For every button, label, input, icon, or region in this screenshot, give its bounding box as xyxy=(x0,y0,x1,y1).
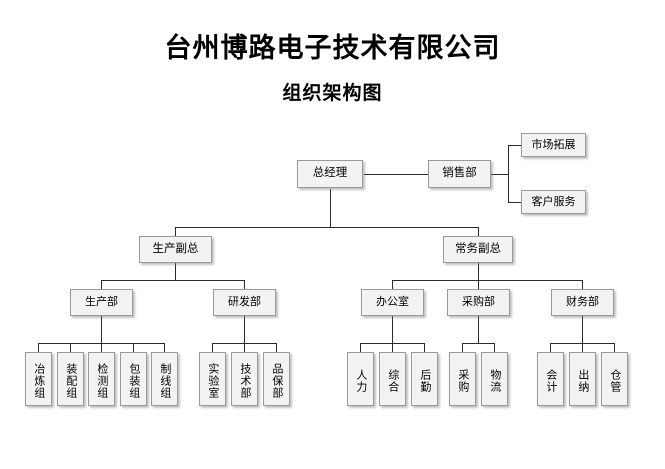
connector-execvp-down xyxy=(478,263,479,280)
node-assembly-group[interactable]: 装配组 xyxy=(57,352,84,406)
connector-sales-stub xyxy=(491,174,508,175)
connector-purchasing-child-1 xyxy=(462,343,463,352)
connector-prodvp-bus xyxy=(101,280,244,281)
node-procurement[interactable]: 采购 xyxy=(449,352,476,406)
page-title: 台州博路电子技术有限公司 xyxy=(164,33,501,63)
connector-finance-down xyxy=(582,316,583,343)
connector-vp-left-drop xyxy=(175,227,176,236)
connector-production-down xyxy=(101,316,102,343)
connector-gm-to-sales xyxy=(364,174,428,175)
node-logistics-support[interactable]: 后勤 xyxy=(411,352,438,406)
connector-to-office xyxy=(392,280,393,289)
node-inspection-group[interactable]: 检测组 xyxy=(88,352,115,406)
node-cashier[interactable]: 出纳 xyxy=(569,352,596,406)
connector-finance-child-3 xyxy=(614,343,615,352)
connector-to-finance xyxy=(582,280,583,289)
connector-rd-down xyxy=(244,316,245,343)
connector-purchasing-bus xyxy=(462,343,494,344)
connector-prod-child-5 xyxy=(164,343,165,352)
node-logistics[interactable]: 物流 xyxy=(481,352,508,406)
node-general-manager[interactable]: 总经理 xyxy=(297,160,363,188)
connector-office-child-3 xyxy=(424,343,425,352)
node-laboratory[interactable]: 实验室 xyxy=(199,352,226,406)
connector-purchasing-child-2 xyxy=(494,343,495,352)
node-production-department[interactable]: 生产部 xyxy=(70,289,133,316)
node-quality-assurance-section[interactable]: 品保部 xyxy=(263,352,290,406)
connector-prod-child-3 xyxy=(101,343,102,352)
connector-office-down xyxy=(392,316,393,343)
node-smelting-group[interactable]: 冶炼组 xyxy=(25,352,52,406)
node-purchasing-department[interactable]: 采购部 xyxy=(447,289,510,316)
connector-finance-child-1 xyxy=(550,343,551,352)
connector-gm-down xyxy=(330,189,331,227)
node-packaging-group[interactable]: 包装组 xyxy=(120,352,147,406)
connector-prod-child-1 xyxy=(38,343,39,352)
connector-to-purchasing xyxy=(478,280,479,289)
connector-rd-child-3 xyxy=(276,343,277,352)
connector-vp-right-drop xyxy=(478,227,479,236)
connector-purchasing-down xyxy=(478,316,479,343)
node-finance-department[interactable]: 财务部 xyxy=(551,289,614,316)
node-executive-vp[interactable]: 常务副总 xyxy=(443,236,513,263)
connector-office-child-2 xyxy=(392,343,393,352)
node-market-development[interactable]: 市场拓展 xyxy=(521,133,586,157)
connector-to-production-dept xyxy=(101,280,102,289)
connector-prod-child-4 xyxy=(133,343,134,352)
connector-prod-child-2 xyxy=(70,343,71,352)
node-human-resources[interactable]: 人力 xyxy=(347,352,374,406)
node-accounting[interactable]: 会计 xyxy=(537,352,564,406)
node-production-vp[interactable]: 生产副总 xyxy=(139,236,212,263)
node-warehouse-management[interactable]: 仓管 xyxy=(601,352,628,406)
node-rd-department[interactable]: 研发部 xyxy=(213,289,276,316)
connector-finance-child-2 xyxy=(582,343,583,352)
node-customer-service[interactable]: 客户服务 xyxy=(521,190,586,214)
connector-to-rd-dept xyxy=(244,280,245,289)
node-office-department[interactable]: 办公室 xyxy=(361,289,424,316)
page-subtitle: 组织架构图 xyxy=(282,83,383,104)
node-general-affairs[interactable]: 综合 xyxy=(379,352,406,406)
connector-execvp-bus xyxy=(392,280,582,281)
node-sales-department[interactable]: 销售部 xyxy=(428,160,491,188)
connector-sales-bus xyxy=(508,145,509,203)
connector-office-child-1 xyxy=(360,343,361,352)
connector-vp-bus xyxy=(175,227,478,228)
connector-sales-to-market xyxy=(508,145,521,146)
connector-prodvp-down xyxy=(175,263,176,280)
node-wiring-group[interactable]: 制线组 xyxy=(151,352,178,406)
connector-rd-child-2 xyxy=(244,343,245,352)
node-technology-section[interactable]: 技术部 xyxy=(231,352,258,406)
connector-sales-to-service xyxy=(508,202,521,203)
connector-rd-child-1 xyxy=(212,343,213,352)
